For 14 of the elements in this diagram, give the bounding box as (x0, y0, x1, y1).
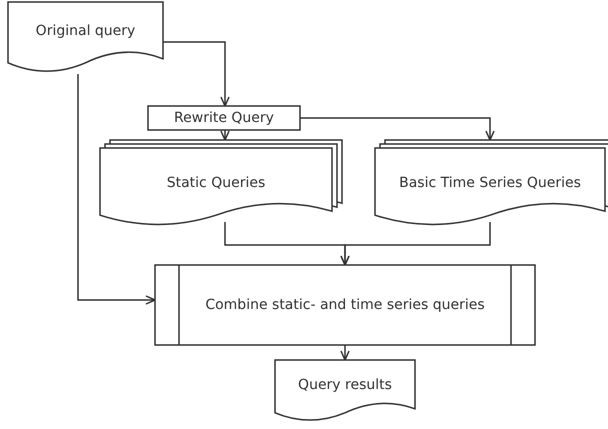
node-label: Static Queries (166, 175, 266, 191)
node-label: Rewrite Query (174, 110, 274, 126)
node-label: Basic Time Series Queries (399, 175, 581, 191)
arrow (340, 345, 350, 361)
process-box (148, 106, 300, 130)
arrow (300, 117, 495, 141)
node-label: Combine static- and time series queries (205, 297, 485, 313)
arrow (77, 74, 156, 305)
node-label: Query results (298, 377, 392, 393)
arrow (340, 222, 491, 266)
node-label: Original query (36, 23, 136, 39)
predefined-process-box (155, 265, 535, 345)
arrow (163, 41, 230, 107)
arrow (220, 130, 230, 141)
